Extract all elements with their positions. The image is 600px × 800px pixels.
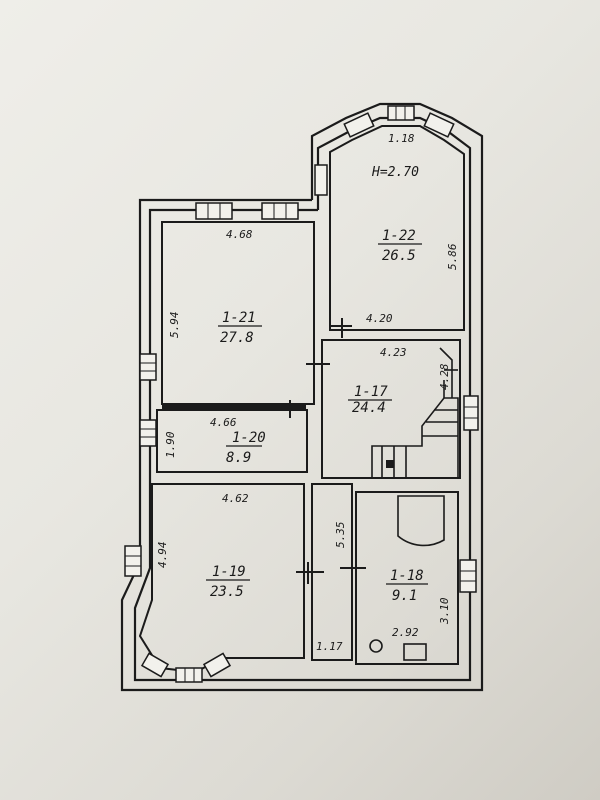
window-mullions	[125, 106, 478, 682]
room-1-18-id: 1-18	[390, 568, 424, 584]
room-1-22-id: 1-22	[382, 228, 416, 244]
window-5	[139, 419, 157, 447]
window-2	[261, 202, 299, 220]
room-1-20-id: 1-20	[232, 430, 266, 446]
outer-walls	[120, 102, 484, 692]
room-1-18-dim-bottom: 2.92	[392, 626, 419, 639]
window-1	[195, 202, 233, 220]
bathroom-fixtures	[369, 495, 445, 661]
corridor-dim-bottom: 1.17	[316, 640, 343, 653]
window-bay-bottom-left	[140, 652, 170, 678]
room-1-20-dim-side: 1.90	[164, 431, 177, 458]
room-1-21-id: 1-21	[222, 310, 256, 326]
room-1-20-dim-top: 4.66	[210, 416, 237, 429]
window-bay-top-left	[343, 112, 375, 138]
room-1-21-dim-top: 4.68	[226, 228, 253, 241]
window-bay-bottom-right	[202, 652, 232, 678]
wall-room-1-18	[355, 491, 459, 665]
door-marks	[289, 318, 366, 584]
stair-arrow-mark	[386, 460, 394, 468]
room-1-20-area: 8.9	[226, 450, 251, 466]
labels: H=2.70 1.18 1-22 26.5 5.86 4.20 4.68 5.9…	[156, 132, 459, 653]
room-1-22-dim-bottom: 4.20	[366, 312, 393, 325]
window-bay-top-right	[423, 112, 455, 138]
inner-wall-outline	[133, 116, 472, 682]
room-1-18-dim-side: 3.10	[438, 597, 451, 625]
room-1-17-area: 24.4	[352, 400, 386, 416]
room-1-17-dim-side: 4.28	[438, 363, 451, 390]
bay-top-label: 1.18	[388, 132, 415, 145]
room-1-21-area: 27.8	[220, 330, 254, 346]
sink-icon	[403, 643, 427, 661]
windows	[124, 105, 479, 683]
room-1-19-id: 1-19	[212, 564, 246, 580]
window-3	[314, 164, 328, 196]
wall-room-1-22	[329, 125, 465, 331]
room-1-17-dim-top: 4.23	[380, 346, 407, 359]
window-8	[459, 559, 477, 593]
outer-wall-outline	[120, 102, 484, 692]
staircase	[371, 347, 459, 478]
shower-arc	[397, 495, 445, 547]
room-1-22-area: 26.5	[382, 248, 416, 264]
height-note: H=2.70	[371, 165, 419, 180]
room-1-21-dim-side: 5.94	[168, 312, 181, 339]
wall-room-1-20	[156, 409, 308, 473]
room-1-19-dim-top: 4.62	[222, 492, 249, 505]
stair-outline	[371, 397, 459, 478]
wall-room-1-21	[161, 221, 315, 405]
wall-room-1-17	[321, 339, 461, 479]
toilet-icon	[369, 639, 383, 653]
room-1-19-area: 23.5	[210, 584, 244, 600]
room-1-17-id: 1-17	[354, 384, 388, 400]
window-6	[124, 545, 142, 577]
window-4	[139, 353, 157, 381]
window-bay-top-mid	[387, 105, 415, 121]
window-7	[463, 395, 479, 431]
room-1-18-area: 9.1	[392, 588, 417, 604]
room-1-22-dim-side: 5.86	[446, 243, 459, 270]
stair-line	[439, 347, 453, 398]
room-1-19-dim-side: 4.94	[156, 542, 169, 569]
window-bay-bottom-mid	[175, 667, 203, 683]
corridor-dim-side: 5.35	[334, 522, 347, 549]
